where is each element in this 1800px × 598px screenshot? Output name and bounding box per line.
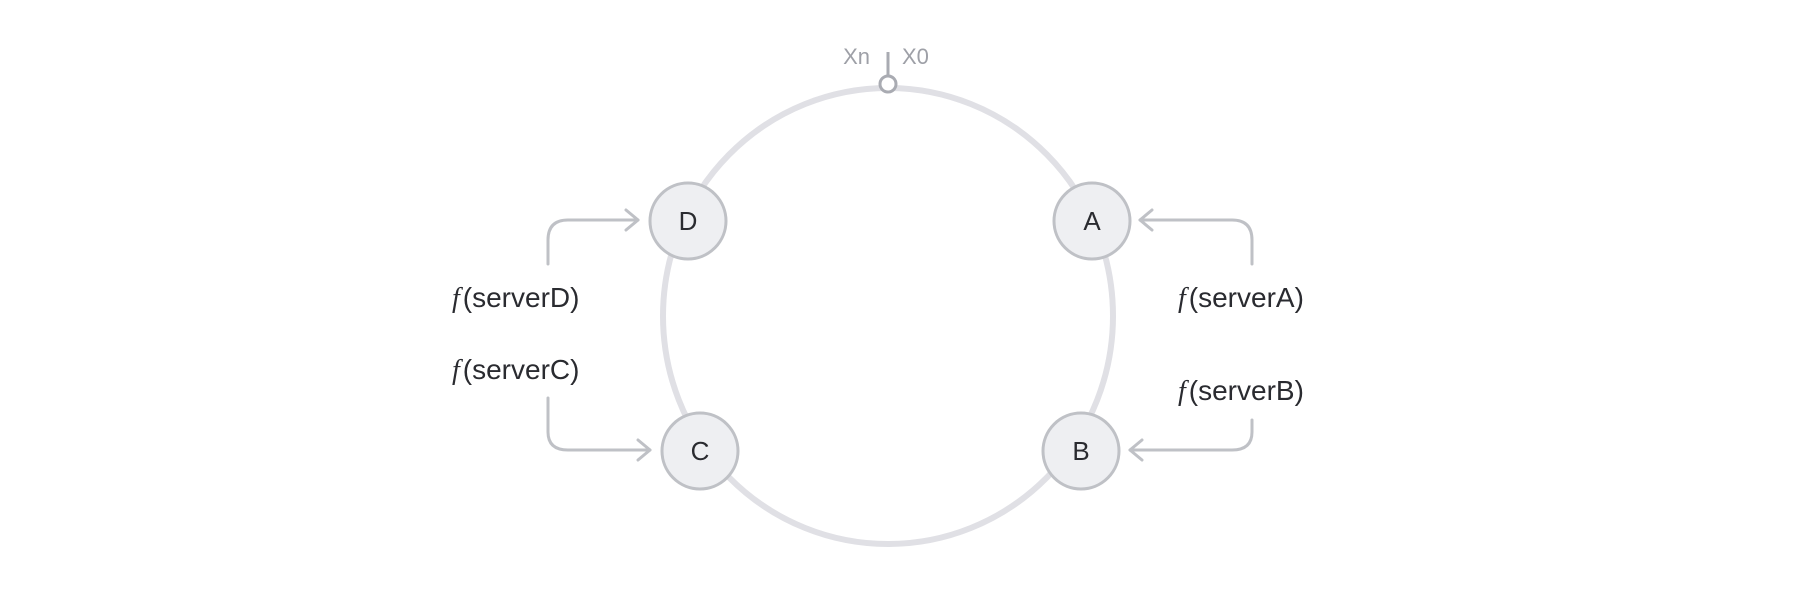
edge-label-server-c-arg: (serverC) bbox=[463, 354, 580, 385]
edge-server-b-arrowhead bbox=[1128, 438, 1144, 462]
node-b: B bbox=[1041, 411, 1121, 491]
node-a: A bbox=[1052, 181, 1132, 261]
node-c-label: C bbox=[691, 436, 710, 466]
node-c-circle bbox=[660, 411, 740, 491]
node-b-label: B bbox=[1072, 436, 1089, 466]
edge-server-d-arrowhead bbox=[624, 208, 640, 232]
edge-server-a-arrowhead bbox=[1138, 208, 1154, 232]
node-d: D bbox=[648, 181, 728, 261]
node-c: C bbox=[660, 411, 740, 491]
node-b-circle bbox=[1041, 411, 1121, 491]
edge-server-d-path bbox=[546, 218, 640, 266]
edge-label-server-b: f(serverB) bbox=[1178, 375, 1304, 407]
ring-end-label: Xn bbox=[843, 44, 870, 69]
edge-server-c-path bbox=[546, 396, 652, 452]
edge-label-server-d-fn: f bbox=[452, 283, 463, 314]
ring-origin-marker bbox=[878, 74, 898, 94]
node-a-label: A bbox=[1083, 206, 1101, 236]
ring-start-label: X0 bbox=[902, 44, 929, 69]
node-a-circle bbox=[1052, 181, 1132, 261]
edge-label-server-b-arg: (serverB) bbox=[1189, 375, 1304, 406]
node-d-circle bbox=[648, 181, 728, 261]
edge-server-c-arrowhead bbox=[636, 438, 652, 462]
edge-server-a-path bbox=[1138, 218, 1254, 266]
edge-label-server-d: f(serverD) bbox=[452, 282, 579, 314]
edge-label-server-a: f(serverA) bbox=[1178, 282, 1304, 314]
edge-label-server-c-fn: f bbox=[452, 355, 463, 386]
edge-label-server-a-arg: (serverA) bbox=[1189, 282, 1304, 313]
edge-label-server-b-fn: f bbox=[1178, 376, 1189, 407]
edge-server-b-path bbox=[1128, 418, 1254, 452]
node-d-label: D bbox=[679, 206, 698, 236]
edge-label-server-a-fn: f bbox=[1178, 283, 1189, 314]
edge-label-server-c: f(serverC) bbox=[452, 354, 579, 386]
edge-label-server-d-arg: (serverD) bbox=[463, 282, 580, 313]
